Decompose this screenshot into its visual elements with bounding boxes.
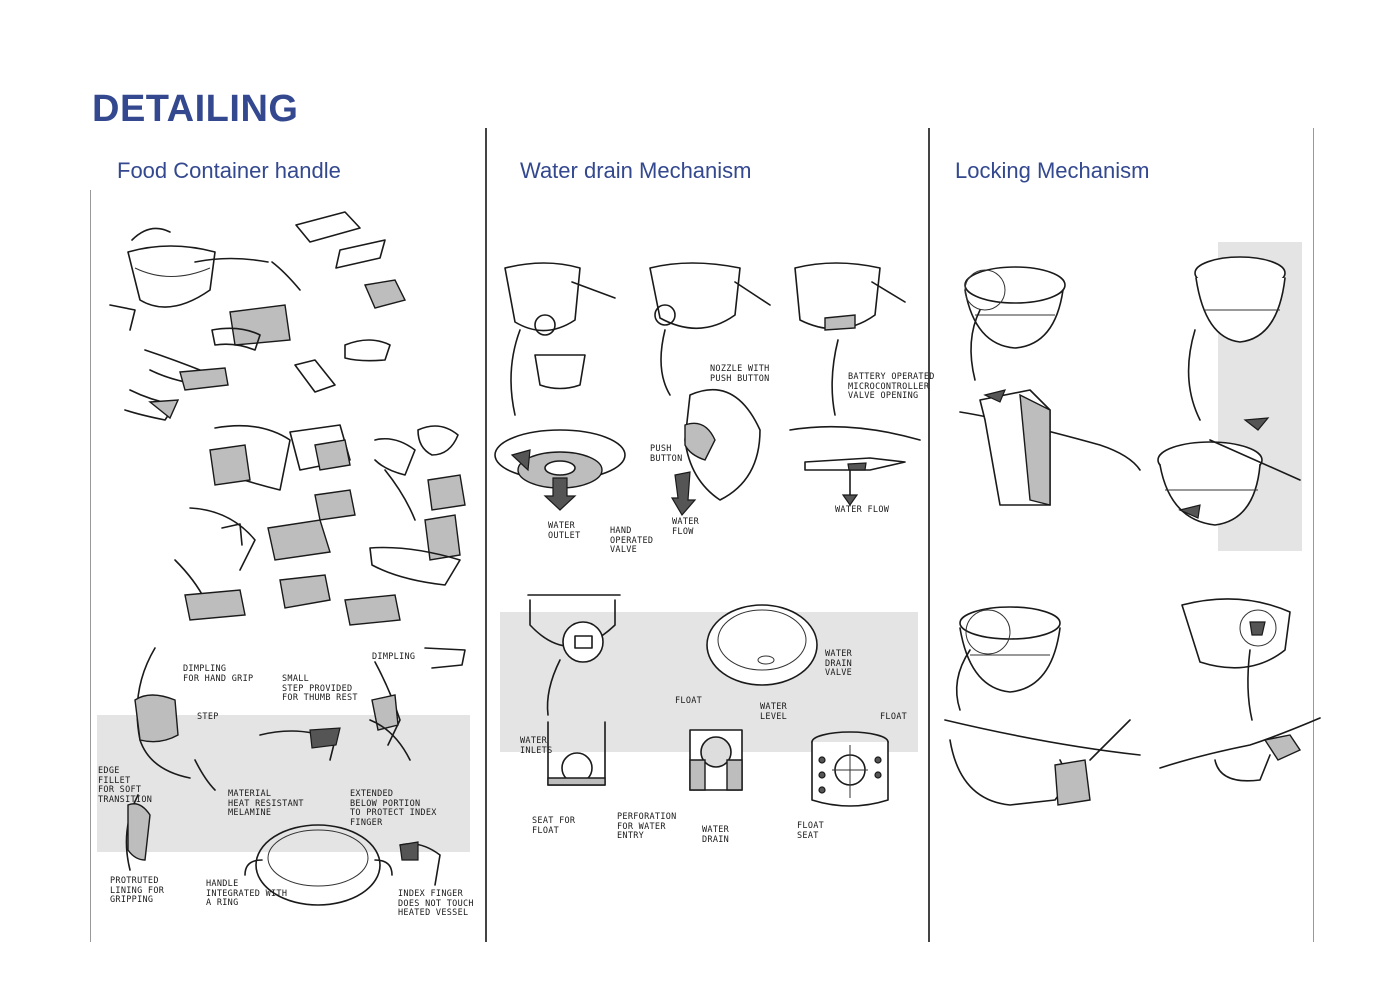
locking-sketch-2 [1158,257,1300,525]
annotation-push-button: PUSH BUTTON [650,445,683,464]
annotation-water-inlets: WATER INLETS [520,737,553,756]
annotation-handle-ring: HANDLE INTEGRATED WITH A RING [206,880,287,909]
annotation-edge-fillet: EDGE FILLET FOR SOFT TRANSITION [98,767,152,805]
annotation-dimpling-hand-grip: DIMPLING FOR HAND GRIP [183,665,253,684]
annotation-dimpling: DIMPLING [372,653,415,663]
drain-sketch-1 [495,263,625,510]
locking-sketch-1 [960,267,1140,505]
locking-sketch-4 [1160,599,1320,781]
annotation-small-step: SMALL STEP PROVIDED FOR THUMB REST [282,675,358,704]
annotation-material: MATERIAL HEAT RESISTANT MELAMINE [228,790,304,819]
annotation-protruded-lining: PROTRUTED LINING FOR GRIPPING [110,877,164,906]
annotation-water-drain: WATER DRAIN [702,826,729,845]
annotation-seat-float: SEAT FOR FLOAT [532,817,575,836]
handle-sketch-small-1 [272,212,405,308]
annotation-water-level: WATER LEVEL [760,703,787,722]
annotation-float-seat: FLOAT SEAT [797,822,824,841]
annotation-battery: BATTERY OPERATED MICROCONTROLLER VALVE O… [848,373,935,402]
annotation-hand-valve: HAND OPERATED VALVE [610,527,653,556]
annotation-nozzle: NOZZLE WITH PUSH BUTTON [710,365,770,384]
annotation-water-drain-valve: WATER DRAIN VALVE [825,650,852,679]
drain-sketch-2 [650,263,770,515]
handle-sketch-row-2 [110,305,335,420]
annotation-step: STEP [197,713,219,723]
annotation-index-finger: INDEX FINGER DOES NOT TOUCH HEATED VESSE… [398,890,474,919]
annotation-float-2: FLOAT [880,713,907,723]
annotation-water-flow-2: WATER FLOW [835,506,889,516]
annotation-water-outlet: WATER OUTLET [548,522,581,541]
drain-float-assembly [528,595,888,806]
annotation-perforation: PERFORATION FOR WATER ENTRY [617,813,677,842]
locking-sketch-3 [945,607,1140,805]
annotation-water-flow-1: WATER FLOW [672,518,699,537]
handle-sketch-row-3 [210,425,465,520]
annotation-extended-portion: EXTENDED BELOW PORTION TO PROTECT INDEX … [350,790,437,828]
bowl-with-hands-sketch [128,228,268,307]
handle-sketch-row-4 [175,508,460,625]
annotation-float-1: FLOAT [675,697,702,707]
